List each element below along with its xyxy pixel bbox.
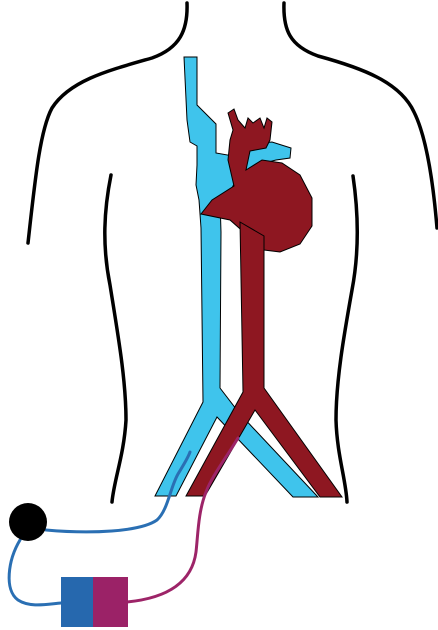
pump-unit-icon	[61, 577, 128, 627]
connector-node-icon	[9, 503, 47, 541]
pump-drainage-block	[61, 577, 94, 627]
connector-to-pump-line	[9, 540, 61, 605]
left-torso-side-outline	[105, 175, 126, 502]
pump-return-block	[93, 577, 128, 627]
right-torso-side-outline	[336, 176, 357, 502]
